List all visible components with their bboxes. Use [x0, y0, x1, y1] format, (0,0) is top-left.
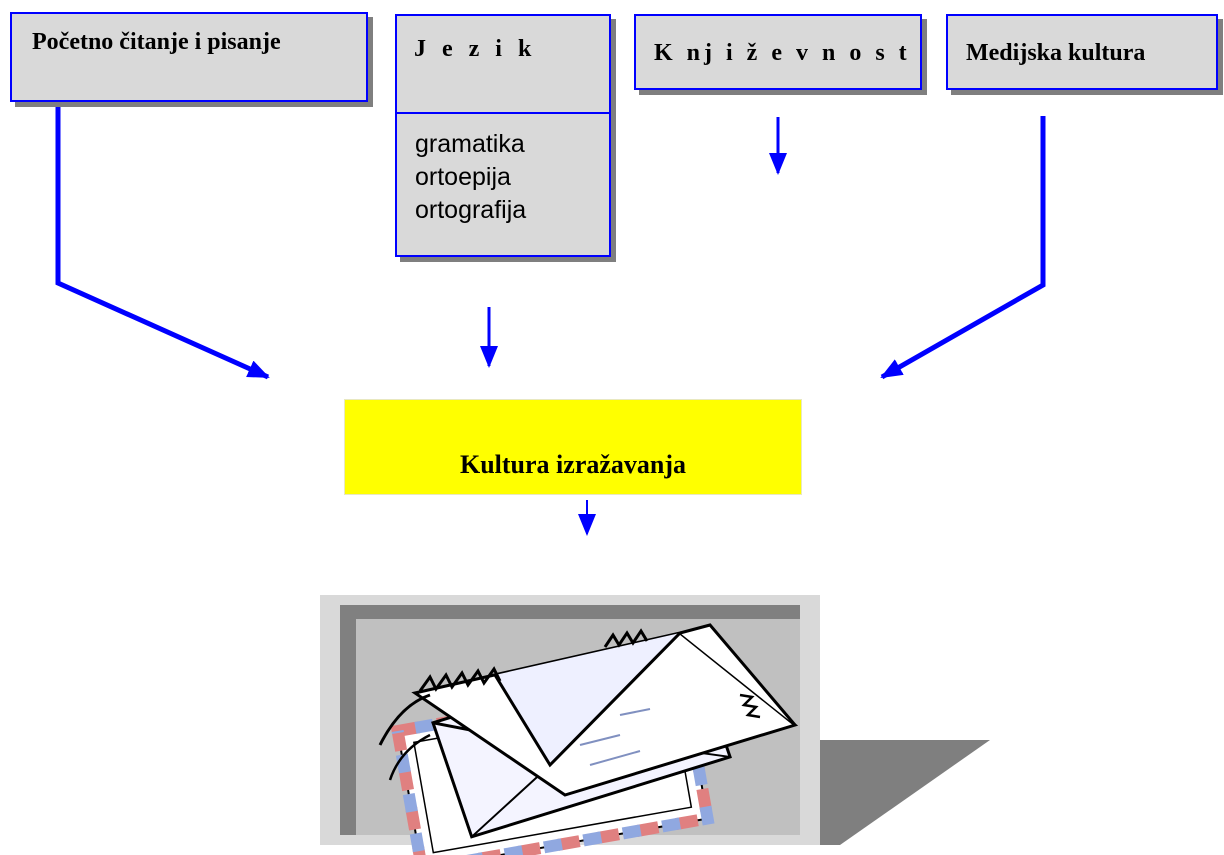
arrow-medijska-to-kultura: [880, 116, 1046, 380]
box-pocetno-label: Početno čitanje i pisanje: [32, 29, 281, 55]
box-jezik: J e z i k: [395, 14, 611, 114]
box-kultura-izrazavanja: Kultura izražavanja: [344, 399, 802, 495]
box-kultura-label: Kultura izražavanja: [459, 450, 687, 479]
subtopic-gramatika: gramatika: [415, 130, 525, 158]
box-knjizevnost-label: K nj i ž e v n o s t: [654, 40, 911, 66]
box-jezik-label: J e z i k: [414, 36, 537, 62]
envelopes-clipart: [320, 595, 990, 855]
box-medijska-kultura: Medijska kultura: [946, 14, 1218, 90]
subtopic-ortoepija: ortoepija: [415, 163, 511, 191]
subtopic-ortografija: ortografija: [415, 196, 527, 224]
box-pocetno-citanje: Početno čitanje i pisanje: [10, 12, 368, 102]
arrow-pocetno-to-kultura: [55, 104, 270, 380]
jezik-subtopics: gramatika ortoepija ortografija: [395, 114, 611, 257]
box-medijska-label: Medijska kultura: [966, 40, 1146, 66]
box-knjizevnost: K nj i ž e v n o s t: [634, 14, 922, 90]
